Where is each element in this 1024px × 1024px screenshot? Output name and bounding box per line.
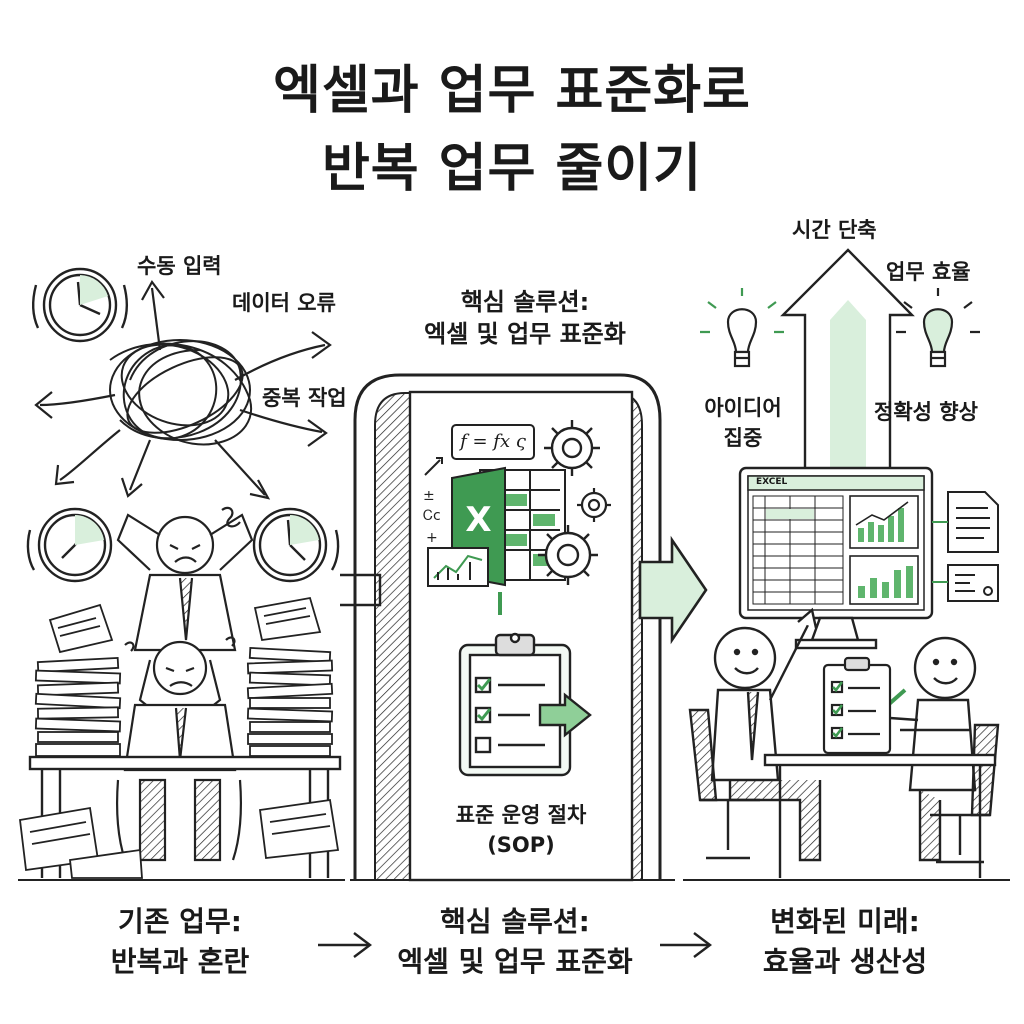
label-accuracy: 정확성 향상 — [874, 400, 978, 424]
caption-solution: 핵심 솔루션: 엑셀 및 업무 표준화 — [370, 902, 660, 982]
label-idea-focus-line-1: 아이디어 — [704, 396, 782, 420]
floor-papers — [19, 798, 340, 879]
stressed-man-standing — [116, 506, 254, 652]
title-line-1: 엑셀과 업무 표준화로 — [273, 61, 751, 121]
chart-mini-icon — [427, 547, 489, 587]
paper-stack — [34, 603, 122, 757]
clipboard-icon — [458, 632, 592, 777]
title-line-2: 반복 업무 줄이기 — [321, 139, 703, 199]
caption-after-line-1: 변화된 미래: — [770, 905, 920, 938]
process-arrow-out — [638, 535, 708, 645]
lightbulb-icon — [896, 288, 980, 368]
lightbulb-icon — [700, 288, 784, 368]
meeting-table — [763, 728, 997, 878]
caption-after: 변화된 미래: 효율과 생산성 — [730, 902, 960, 982]
arrow-up-icon — [780, 248, 915, 472]
svg-text:Ꮯc: Ꮯc — [423, 508, 441, 524]
label-data-error: 데이터 오류 — [232, 291, 336, 315]
spreadsheet-grid — [752, 495, 844, 605]
caption-solution-line-2: 엑셀 및 업무 표준화 — [397, 945, 633, 978]
excel-letter: X — [465, 500, 492, 540]
caption-before: 기존 업무: 반복과 혼란 — [80, 902, 280, 982]
chaos-arrows — [34, 279, 332, 500]
label-work-efficiency: 업무 효율 — [886, 260, 971, 284]
caption-solution-line-1: 핵심 솔루션: — [440, 905, 590, 938]
gear-icon — [577, 488, 611, 522]
caption-after-line-2: 효율과 생산성 — [762, 945, 928, 978]
label-manual-input: 수동 입력 — [137, 254, 222, 278]
gear-icon — [538, 525, 598, 585]
checklist-clipboard — [822, 656, 892, 755]
solution-heading: 핵심 솔루션: 엑셀 및 업무 표준화 — [380, 286, 670, 350]
solution-heading-line-2: 엑셀 및 업무 표준화 — [424, 320, 626, 348]
caption-arrow — [660, 932, 712, 958]
stressed-man-seated — [115, 636, 243, 862]
svg-text:±: ± — [423, 488, 435, 504]
svg-text:+: + — [426, 530, 438, 546]
formula-box — [451, 424, 535, 460]
label-idea-focus-line-2: 집중 — [723, 426, 763, 450]
label-duplicate-work: 중복 작업 — [262, 386, 347, 410]
label-idea-focus: 아이디어 집중 — [688, 393, 798, 453]
solution-heading-line-1: 핵심 솔루션: — [460, 288, 590, 316]
clock-icon — [32, 267, 128, 343]
chaos-scribble — [109, 339, 253, 446]
caption-arrow — [318, 932, 372, 958]
side-symbols: ± Ꮯc + — [423, 457, 443, 546]
sop-label-line-2: (SOP) — [487, 833, 555, 857]
sop-label: 표준 운영 절차 (SOP) — [410, 800, 632, 860]
clock-icon — [26, 507, 113, 583]
bar-chart-panel — [849, 495, 919, 605]
sop-label-line-1: 표준 운영 절차 — [455, 803, 587, 827]
person-writing — [878, 636, 977, 862]
caption-before-line-2: 반복과 혼란 — [110, 945, 250, 978]
clock-icon — [252, 507, 340, 583]
formula-text: f = fx ς — [460, 431, 526, 452]
form-icon — [932, 564, 999, 602]
chair — [688, 708, 760, 860]
caption-before-line-1: 기존 업무: — [118, 905, 242, 938]
document-icon — [932, 491, 999, 553]
gear-icon — [544, 420, 600, 476]
label-time-reduction: 시간 단축 — [792, 218, 877, 242]
monitor-title: EXCEL — [756, 477, 788, 487]
paper-stack — [246, 596, 334, 757]
